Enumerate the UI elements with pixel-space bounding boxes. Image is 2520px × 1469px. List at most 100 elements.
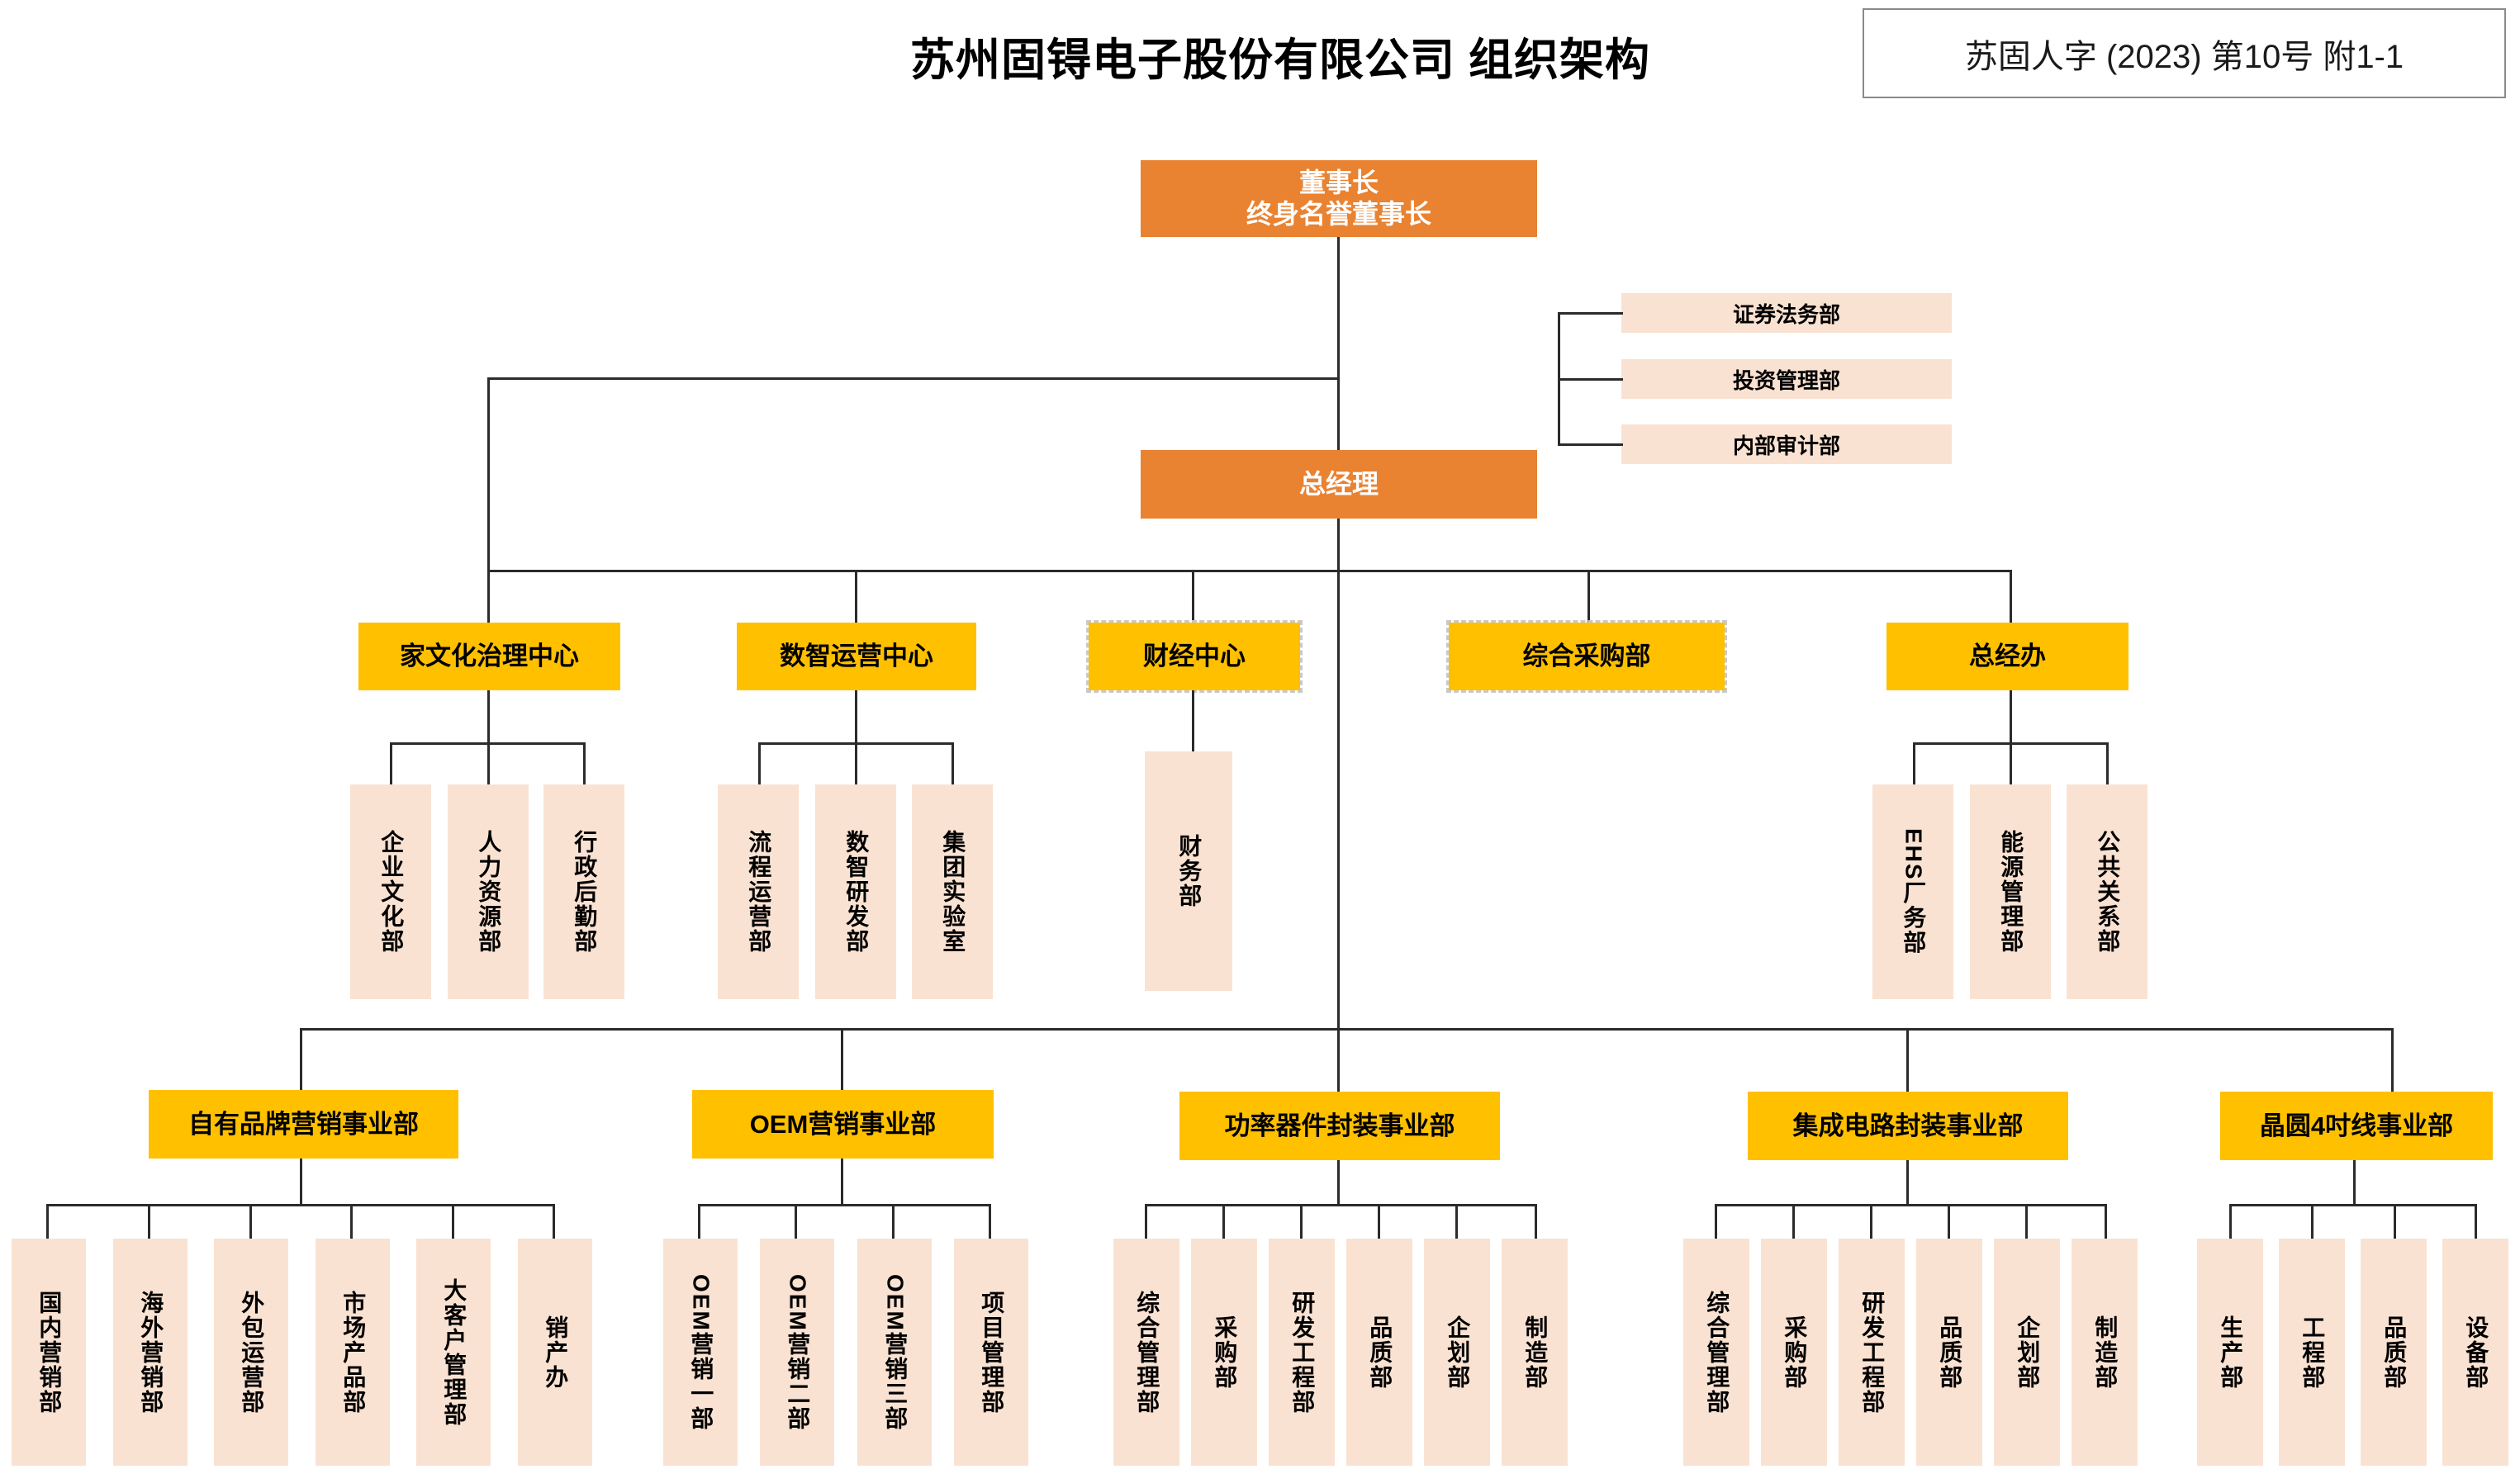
department-box[interactable]: 设备部 xyxy=(2442,1239,2508,1466)
department-box[interactable]: 综合管理部 xyxy=(1113,1239,1179,1466)
bu-sub-drop-2-2 xyxy=(1300,1204,1303,1239)
department-box[interactable]: OEM营销二部 xyxy=(760,1239,834,1466)
department-box[interactable]: 品质部 xyxy=(1346,1239,1412,1466)
bu-sub-drop-3-5 xyxy=(2105,1204,2107,1239)
center-box-family-culture[interactable]: 家文化治理中心 xyxy=(358,623,620,690)
department-label: 综合管理部 xyxy=(1134,1290,1160,1415)
center-sub-drop-1-2 xyxy=(952,742,954,784)
chairman-title-line1: 董事长 xyxy=(1298,167,1379,197)
department-box[interactable]: 采购部 xyxy=(1761,1239,1827,1466)
department-box[interactable]: 集团实验室 xyxy=(912,784,993,999)
department-label: OEM营销三部 xyxy=(882,1273,909,1431)
department-box[interactable]: 能源管理部 xyxy=(1970,784,2051,999)
department-label: 研发工程部 xyxy=(1289,1290,1316,1415)
business-unit-box-oem-marketing[interactable]: OEM营销事业部 xyxy=(692,1090,994,1159)
department-box[interactable]: 外包运营部 xyxy=(214,1239,288,1466)
department-box[interactable]: OEM营销三部 xyxy=(857,1239,932,1466)
department-box[interactable]: 国内营销部 xyxy=(12,1239,86,1466)
department-box[interactable]: 研发工程部 xyxy=(1269,1239,1335,1466)
bu-sub-stem-4 xyxy=(2353,1160,2356,1205)
bu-sub-bus-4 xyxy=(2229,1204,2477,1206)
department-label: 行政后勤部 xyxy=(572,830,598,954)
center-drop-3 xyxy=(1587,570,1590,623)
staff-branch-investment xyxy=(1558,378,1623,381)
department-box[interactable]: 数智研发部 xyxy=(815,784,896,999)
bu-sub-drop-3-1 xyxy=(1792,1204,1795,1239)
center-sub-drop-0-1 xyxy=(487,742,490,784)
center-box-digital-ops[interactable]: 数智运营中心 xyxy=(737,623,976,690)
chairman-trunk xyxy=(1337,237,1340,450)
department-box[interactable]: 综合管理部 xyxy=(1683,1239,1749,1466)
business-unit-bus xyxy=(300,1028,2393,1031)
bu-sub-drop-4-0 xyxy=(2229,1204,2232,1239)
center-sub-drop-1-0 xyxy=(758,742,761,784)
department-box[interactable]: 市场产品部 xyxy=(316,1239,390,1466)
business-unit-label: 晶圆4吋线事业部 xyxy=(2259,1111,2454,1140)
department-label: 企划部 xyxy=(1445,1315,1471,1390)
bu-sub-drop-4-3 xyxy=(2475,1204,2477,1239)
department-label: 品质部 xyxy=(2381,1315,2408,1390)
department-box[interactable]: 工程部 xyxy=(2279,1239,2345,1466)
center-box-gm-office[interactable]: 总经办 xyxy=(1886,623,2128,690)
staff-unit-label: 投资管理部 xyxy=(1732,367,1840,393)
department-box[interactable]: 人力资源部 xyxy=(448,784,529,999)
department-label: 品质部 xyxy=(1937,1315,1963,1390)
department-box[interactable]: 采购部 xyxy=(1191,1239,1257,1466)
bu-sub-drop-0-4 xyxy=(452,1204,454,1239)
department-box[interactable]: 品质部 xyxy=(1916,1239,1982,1466)
department-label: 品质部 xyxy=(1367,1315,1393,1390)
department-label: 人力资源部 xyxy=(476,830,502,954)
center-drop-2 xyxy=(1192,570,1194,623)
center-box-procurement[interactable]: 综合采购部 xyxy=(1446,620,1727,693)
department-box[interactable]: 公共关系部 xyxy=(2067,784,2147,999)
department-box[interactable]: 财务部 xyxy=(1145,751,1232,991)
center-sub-stem-0 xyxy=(487,690,490,743)
center-drop-4 xyxy=(2010,570,2012,623)
general-manager-box[interactable]: 总经理 xyxy=(1141,450,1537,519)
business-unit-box-wafer-4inch[interactable]: 晶圆4吋线事业部 xyxy=(2220,1092,2493,1160)
department-box[interactable]: 海外营销部 xyxy=(113,1239,187,1466)
bu-sub-drop-0-3 xyxy=(350,1204,353,1239)
staff-unit-investment-management[interactable]: 投资管理部 xyxy=(1621,359,1952,399)
chairman-left-bus xyxy=(487,377,1340,380)
department-box[interactable]: EHS厂务部 xyxy=(1872,784,1953,999)
center-box-finance[interactable]: 财经中心 xyxy=(1086,620,1303,693)
chairman-box[interactable]: 董事长 终身名誉董事长 xyxy=(1141,160,1537,237)
department-box[interactable]: 企业文化部 xyxy=(350,784,431,999)
department-box[interactable]: 销产办 xyxy=(518,1239,592,1466)
department-box[interactable]: 制造部 xyxy=(2072,1239,2138,1466)
department-box[interactable]: 企划部 xyxy=(1424,1239,1490,1466)
bu-drop-0 xyxy=(300,1028,302,1090)
center-sub-drop-0-0 xyxy=(390,742,392,784)
bu-sub-drop-0-2 xyxy=(249,1204,252,1239)
department-box[interactable]: 生产部 xyxy=(2197,1239,2263,1466)
department-box[interactable]: 企划部 xyxy=(1994,1239,2060,1466)
department-box[interactable]: 制造部 xyxy=(1502,1239,1568,1466)
department-box[interactable]: 行政后勤部 xyxy=(543,784,624,999)
bu-sub-stem-2 xyxy=(1337,1160,1340,1205)
center-sub-drop-4-2 xyxy=(2106,742,2109,784)
department-box[interactable]: 项目管理部 xyxy=(954,1239,1028,1466)
business-unit-box-power-device[interactable]: 功率器件封装事业部 xyxy=(1179,1092,1500,1160)
department-box[interactable]: 大客户管理部 xyxy=(416,1239,491,1466)
center-sub-stem-1 xyxy=(855,690,857,743)
staff-unit-internal-audit[interactable]: 内部审计部 xyxy=(1621,424,1952,464)
bu-drop-4 xyxy=(2391,1028,2394,1092)
bu-sub-bus-2 xyxy=(1145,1204,1537,1206)
business-unit-box-ic-packaging[interactable]: 集成电路封装事业部 xyxy=(1748,1092,2068,1160)
department-label: 采购部 xyxy=(1212,1315,1238,1390)
department-box[interactable]: 流程运营部 xyxy=(718,784,799,999)
business-unit-box-own-brand[interactable]: 自有品牌营销事业部 xyxy=(149,1090,458,1159)
department-box[interactable]: OEM营销一部 xyxy=(663,1239,738,1466)
department-box[interactable]: 研发工程部 xyxy=(1839,1239,1905,1466)
center-label: 总经办 xyxy=(1969,642,2046,671)
department-label: 海外营销部 xyxy=(138,1290,164,1415)
center-label: 财经中心 xyxy=(1143,642,1246,671)
department-label: 国内营销部 xyxy=(36,1290,63,1415)
bu-sub-drop-2-1 xyxy=(1222,1204,1225,1239)
department-box[interactable]: 品质部 xyxy=(2361,1239,2427,1466)
bu-sub-drop-4-2 xyxy=(2394,1204,2396,1239)
staff-unit-securities-legal[interactable]: 证券法务部 xyxy=(1621,293,1952,333)
department-label: 数智研发部 xyxy=(843,830,870,954)
bu-sub-stem-3 xyxy=(1906,1160,1909,1205)
